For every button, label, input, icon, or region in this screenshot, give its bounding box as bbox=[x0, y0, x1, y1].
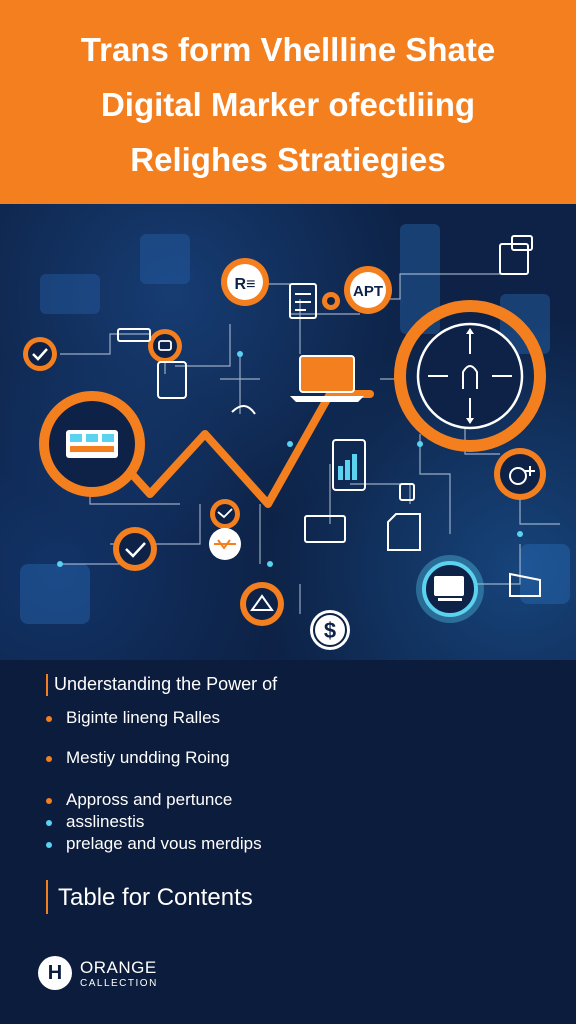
dashboard-node bbox=[39, 391, 145, 497]
brand-logo: H ORANGE CALLECTION bbox=[38, 956, 238, 996]
network-diagram: R≡ APT bbox=[20, 224, 570, 650]
handshake-icon bbox=[209, 528, 241, 560]
glow-dots bbox=[57, 351, 523, 567]
growth-line bbox=[96, 390, 374, 508]
hero-illustration: R≡ APT bbox=[0, 204, 576, 660]
spark-outline-icon bbox=[231, 405, 256, 415]
section-heading-marker bbox=[46, 674, 48, 696]
list-item: prelage and vous merdips bbox=[66, 834, 262, 853]
page-title: Trans form Vhellline Shate Digital Marke… bbox=[20, 22, 556, 187]
title-line-3: Relighes Stratiegies bbox=[130, 141, 446, 178]
check-icon bbox=[23, 337, 57, 371]
printer-outline-icon bbox=[399, 483, 415, 501]
brand-name: ORANGE bbox=[80, 958, 157, 977]
tablet-chart-icon bbox=[332, 439, 366, 491]
plug-outline-icon bbox=[509, 572, 541, 597]
monitor-outline-icon bbox=[304, 515, 346, 543]
monitor-badge-icon bbox=[416, 555, 484, 623]
bullet-dot bbox=[46, 798, 52, 804]
grid-outline-icon bbox=[499, 243, 529, 275]
phone-outline-icon bbox=[157, 361, 187, 399]
rt-label: R≡ bbox=[235, 276, 256, 293]
list-item: Appross and pertunce bbox=[66, 790, 233, 809]
apt-badge-icon: APT bbox=[344, 266, 392, 314]
gear-icon bbox=[322, 292, 340, 310]
line-icons bbox=[117, 235, 541, 597]
section-heading: Understanding the Power of bbox=[54, 674, 278, 694]
card-outline-icon bbox=[117, 328, 151, 342]
analytics-badge-icon bbox=[494, 448, 546, 500]
navigation-node bbox=[394, 300, 546, 452]
list-item: Mestiy undding Roing bbox=[66, 748, 230, 767]
brand-subtitle: CALLECTION bbox=[80, 978, 158, 989]
dollar-label: $ bbox=[324, 618, 336, 643]
header-banner: Trans form Vhellline Shate Digital Marke… bbox=[0, 0, 576, 204]
notes-outline-icon bbox=[387, 513, 421, 551]
bar-chart-icon bbox=[338, 454, 357, 480]
dollar-icon: $ bbox=[310, 610, 350, 650]
title-line-1: Trans form Vhellline Shate bbox=[80, 31, 496, 68]
rt-badge-icon: R≡ bbox=[221, 258, 269, 306]
document-outline-icon bbox=[289, 283, 317, 319]
title-line-2: Digital Marker ofectliing bbox=[100, 86, 476, 123]
apt-label: APT bbox=[353, 283, 383, 300]
bullet-dot bbox=[46, 842, 52, 848]
bullet-dot bbox=[46, 820, 52, 826]
chat-icon bbox=[148, 329, 182, 363]
hands-icon bbox=[210, 499, 240, 529]
bullet-dot bbox=[46, 756, 52, 762]
logo-mark-icon: H bbox=[38, 956, 72, 990]
bullet-dot bbox=[46, 716, 52, 722]
contents-heading-marker bbox=[46, 880, 48, 914]
contents-heading: Table for Contents bbox=[58, 884, 253, 911]
laptop-icon bbox=[290, 355, 364, 402]
list-item: Biginte lineng Ralles bbox=[66, 708, 221, 727]
list-item: asslinestis bbox=[66, 812, 145, 831]
triangle-icon bbox=[240, 582, 284, 626]
check-badge-icon bbox=[113, 527, 157, 571]
